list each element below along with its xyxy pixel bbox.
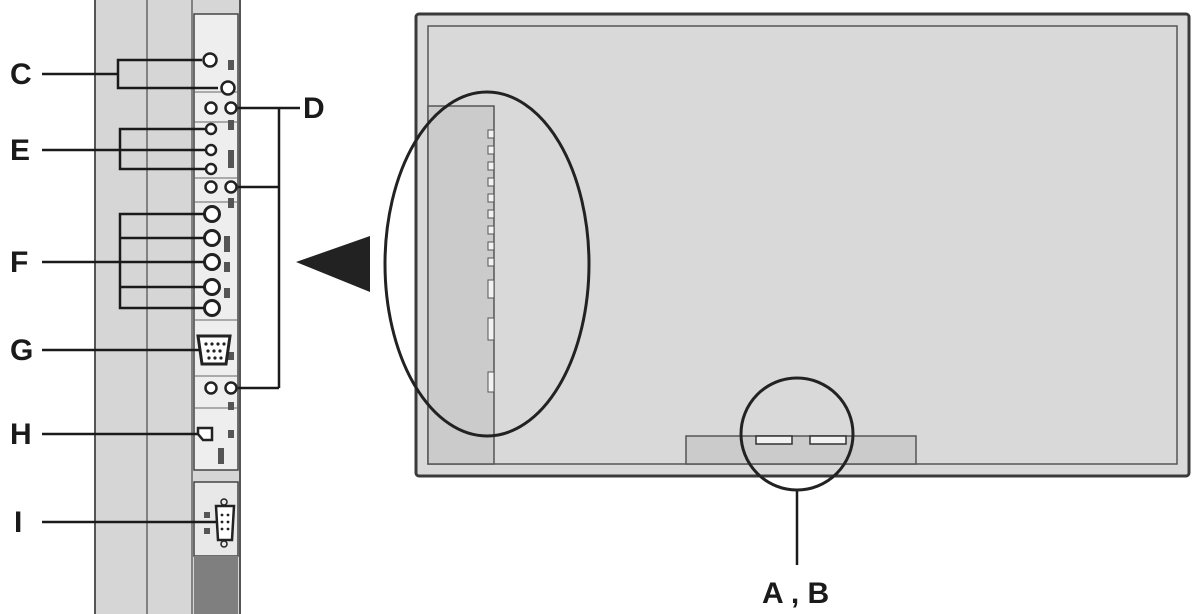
strip-label-marks [204, 60, 234, 534]
c-rca-jack-2 [220, 80, 236, 96]
e-jack-3 [204, 162, 218, 176]
callout-d: D [303, 92, 325, 125]
c-bracket [116, 58, 218, 90]
d-leader [238, 106, 300, 390]
g-dsub-connector [196, 334, 232, 366]
callout-c: C [10, 58, 32, 91]
d-jack-3b [224, 381, 238, 395]
c-rca-jack-1 [202, 52, 218, 68]
callout-ab: A , B [762, 577, 829, 610]
leader-lines [42, 58, 799, 565]
display-rear-view [414, 12, 1191, 478]
callout-i: I [14, 506, 22, 539]
display-inner-panel [427, 25, 1178, 465]
e-bracket [118, 127, 205, 171]
display-terminal-area [427, 105, 495, 465]
d-jack-2b [224, 180, 238, 194]
callout-g: G [10, 334, 33, 367]
display-slot-a [755, 435, 793, 445]
d-jack-1b [224, 101, 238, 115]
f-bnc-jack-5 [203, 299, 221, 317]
f-bnc-jack-3 [203, 253, 221, 271]
d-jack-1a [204, 101, 218, 115]
slot-highlight-circle [739, 376, 855, 492]
bottom-dark-area [194, 556, 238, 614]
h-hdmi-port [196, 426, 214, 442]
pointer-arrow [296, 236, 370, 292]
f-bnc-jack-1 [203, 205, 221, 223]
display-bottom-block [685, 435, 917, 465]
callout-e: E [10, 134, 30, 167]
callout-h: H [10, 418, 32, 451]
d-jack-2a [204, 180, 218, 194]
e-jack-2 [204, 143, 218, 157]
terminal-highlight-ellipse [383, 90, 591, 438]
callout-f: F [10, 246, 28, 279]
enlarged-side-panel [94, 0, 241, 614]
f-bnc-jack-4 [203, 278, 221, 296]
d-jack-3a [204, 381, 218, 395]
strip-dividers [194, 91, 238, 409]
f-bnc-jack-2 [203, 229, 221, 247]
e-jack-1 [204, 122, 218, 136]
display-terminal-notches [487, 129, 495, 393]
display-slot-b [809, 435, 847, 445]
i-rs232c-connector [214, 498, 236, 548]
f-bracket [118, 212, 204, 310]
